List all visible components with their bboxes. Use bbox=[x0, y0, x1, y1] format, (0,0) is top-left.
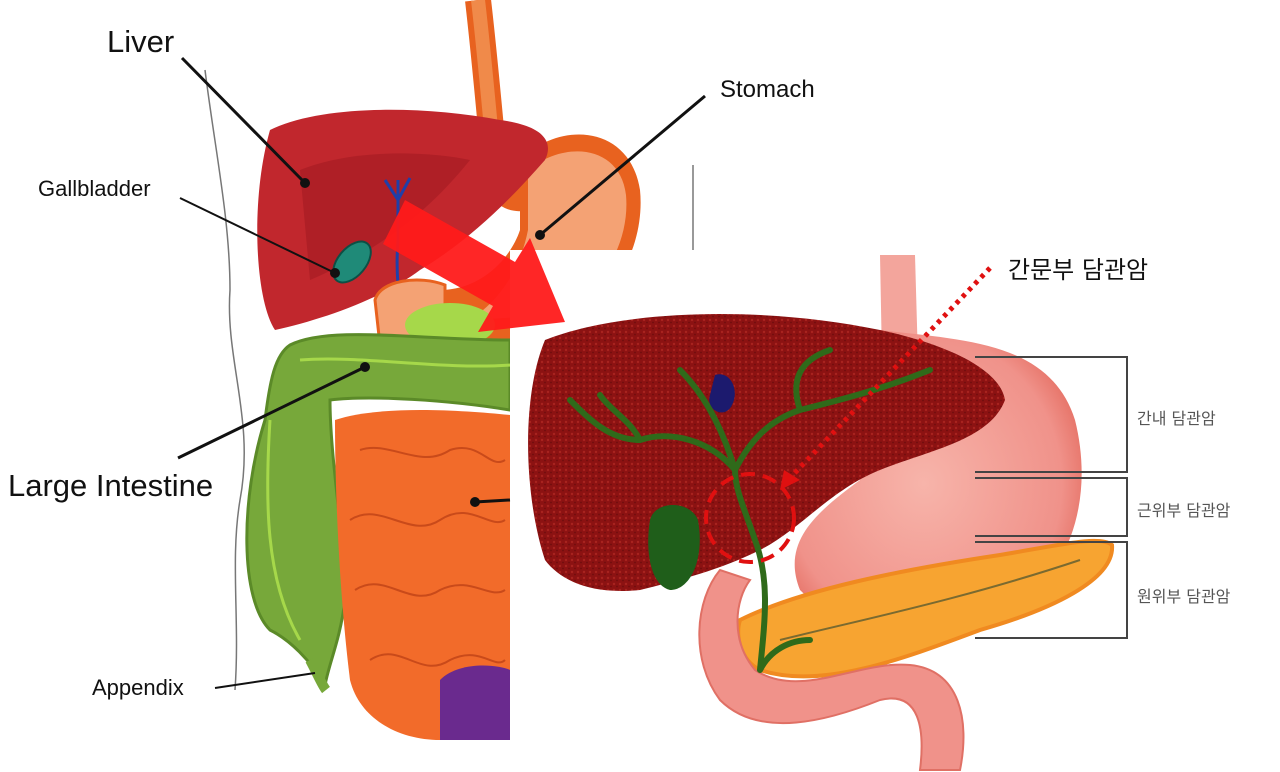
pancreas-right bbox=[736, 538, 1115, 679]
label-gallbladder: Gallbladder bbox=[38, 176, 151, 201]
bracket-lines bbox=[975, 356, 1128, 639]
leader-lines bbox=[177, 56, 706, 689]
body-outline bbox=[204, 69, 245, 691]
label-proximal: 근위부 담관암 bbox=[1137, 501, 1231, 520]
label-distal: 원위부 담관암 bbox=[1137, 587, 1231, 606]
gallbladder-right bbox=[648, 505, 700, 590]
pointer-arrowhead bbox=[780, 470, 800, 490]
hilar-tumor-marker bbox=[704, 472, 796, 564]
gallbladder bbox=[332, 240, 372, 284]
leader-dots bbox=[300, 178, 545, 507]
duodenum bbox=[698, 568, 965, 771]
bile-duct-cancer-illustration bbox=[528, 255, 1128, 771]
label-hilar-cholangiocarcinoma: 간문부 담관암 bbox=[1008, 256, 1148, 284]
label-large-intestine: Large Intestine bbox=[8, 468, 213, 503]
pointer-line bbox=[788, 266, 992, 480]
label-stomach: Stomach bbox=[720, 76, 815, 103]
transition-arrow bbox=[383, 200, 565, 332]
bile-duct-tree bbox=[567, 347, 933, 673]
label-liver: Liver bbox=[107, 24, 174, 59]
small-intestine bbox=[335, 410, 510, 740]
label-intrahepatic: 간내 담관암 bbox=[1137, 409, 1216, 428]
rectum bbox=[440, 665, 510, 740]
label-appendix: Appendix bbox=[92, 675, 184, 700]
appendix bbox=[305, 657, 331, 694]
